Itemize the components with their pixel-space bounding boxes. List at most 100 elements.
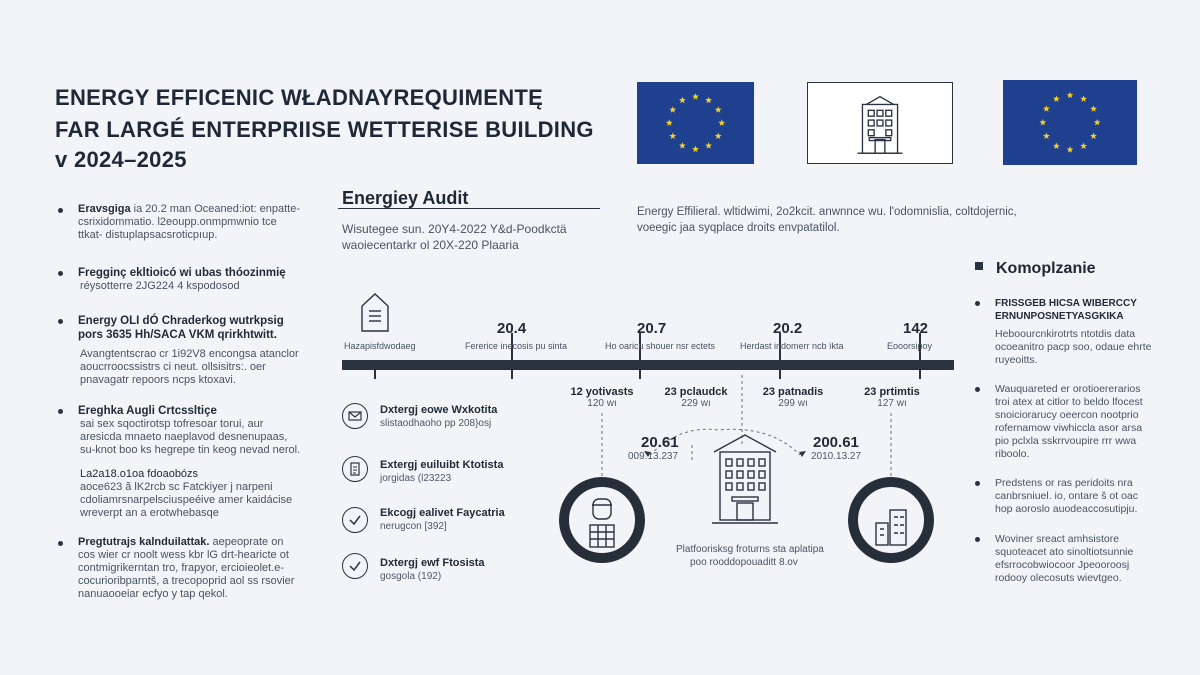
star-icon — [1093, 118, 1101, 126]
star-icon — [1090, 132, 1097, 140]
audit-desc-2: voeegic jaa syqplace droits envpatatilol… — [637, 222, 840, 234]
left-item-5-body: aoce623 ã lK2rcb sc Fatckiyer j narpeni … — [80, 481, 293, 519]
timeline-label-4: Herdast indomerr ncb ìkta — [740, 341, 844, 351]
dep-2-title: 23 pclaudck — [664, 386, 728, 398]
dep-4-value: 127 wı — [877, 398, 907, 409]
bullet-icon — [975, 537, 980, 542]
check-icon — [342, 507, 368, 533]
star-icon — [1043, 132, 1050, 140]
compliance-heading: Komoplzanie — [996, 260, 1096, 277]
caption-line-1: Platfoorisksg froturns sta aplatipa — [676, 544, 824, 555]
left-item-4: Ereghka Augli Crtcssltiçe sai sex sqocti… — [58, 404, 302, 457]
star-icon — [1043, 105, 1050, 112]
audit-line-2: waoiecentarkr ol 20X-220 Plaaria — [342, 238, 519, 252]
compliance-item-1-text: FRISSGEB HICSA WIBERCCY ERNUNPOSNETYASGK… — [995, 298, 1137, 322]
left-item-5: La2a18.o1oa fdoaobózs aoce623 ã lK2rcb s… — [62, 468, 302, 520]
bullet-icon — [58, 409, 63, 414]
mid-left-date: 009.13.237 — [628, 451, 679, 462]
timeline-year-2: 20.7 — [637, 320, 667, 337]
left-item-6: Pregtutrajs kalnduilattak. aepeoprate on… — [58, 536, 302, 601]
audit-heading: Energiey Audit — [342, 188, 469, 208]
star-icon — [1039, 118, 1047, 126]
star-icon — [669, 106, 677, 113]
timeline-year-1: 20.4 — [497, 320, 527, 337]
star-icon — [714, 106, 722, 113]
left-item-3-heading: Energy OLI dÓ Chraderkog wutrkpsig pors … — [78, 315, 284, 341]
dep-1-value: 120 wı — [587, 398, 617, 409]
activity-1-sub: slistaodhaoho pp 208}osj — [380, 418, 492, 429]
star-icon — [1052, 95, 1060, 102]
left-item-3-body: Avangtentscrao cr 1i92V8 encongsa atancl… — [80, 348, 299, 386]
timeline-year-3: 20.2 — [773, 320, 803, 337]
star-icon — [665, 119, 673, 126]
compliance-item-3: Wauquareted er orotioererarios troi atex… — [975, 383, 1155, 461]
left-item-3: Energy OLI dÓ Chraderkog wutrkpsig pors … — [58, 314, 302, 387]
left-item-1-body: ia 20.2 man Oceaned:iot: enpatte- csrixi… — [78, 203, 300, 241]
bullet-icon — [58, 541, 63, 546]
bullet-icon — [58, 271, 63, 276]
timeline-label-1: Hazapisfdwodaeg — [344, 341, 416, 351]
star-icon — [1066, 146, 1074, 153]
left-item-6-body: aepeoprate on cos wier cr noolt wess kbr… — [78, 536, 295, 600]
left-item-4-body: sai sex sqoctirotsp tofresoar torui, aur… — [80, 418, 301, 456]
compliance-item-1: FRISSGEB HICSA WIBERCCY ERNUNPOSNETYASGK… — [975, 297, 1155, 323]
dep-3-title: 23 patnadis — [762, 386, 824, 398]
bullet-icon — [58, 319, 63, 324]
mid-right-year: 200.61 — [813, 434, 859, 451]
activity-3-title: Ekcogj ealivet Faycatria — [380, 507, 505, 519]
star-icon — [714, 132, 722, 140]
mid-left-year: 20.61 — [641, 434, 679, 451]
compliance-item-3-text: Wauquareted er orotioererarios troi atex… — [995, 383, 1143, 460]
left-item-6-heading: Pregtutrajs kalnduilattak. — [78, 536, 210, 548]
title-line-2: FAR LARGÉ ENTERPRIISE WETTERISE BUILDING — [55, 117, 594, 142]
office-building-icon — [857, 95, 903, 154]
star-icon — [705, 96, 713, 104]
compliance-item-2: Heboourcnkirotrts ntotdis data ocoeanitr… — [975, 328, 1155, 367]
dep-3-value: 299 wı — [778, 398, 808, 409]
compliance-item-4: Predstens or ras peridoits nra canbrsniu… — [975, 477, 1155, 516]
compliance-item-2-text: Heboourcnkirotrts ntotdis data ocoeanitr… — [995, 328, 1152, 366]
eu-flag-right — [1003, 80, 1137, 165]
caption-line-2: poo rooddopouaditt 8.ov — [690, 557, 798, 568]
city-buildings-circle-icon — [848, 477, 934, 563]
star-icon — [678, 96, 686, 104]
compliance-item-5-text: Woviner sreact amhsistore squoteacet ato… — [995, 533, 1134, 584]
star-icon — [692, 145, 699, 153]
envelope-icon — [342, 403, 368, 429]
bullet-icon — [975, 387, 980, 392]
compliance-item-5: Woviner sreact amhsistore squoteacet ato… — [975, 533, 1155, 585]
mid-right-date: 2010.13.27 — [811, 451, 862, 462]
left-item-2-heading: Fregginç ekltioicó wi ubas thóozinmię — [78, 267, 286, 279]
engineer-circle-icon — [559, 477, 645, 563]
activity-4-sub: gosgola (192) — [380, 571, 442, 582]
bullet-icon — [975, 301, 980, 306]
document-icon — [342, 456, 368, 482]
left-item-1-heading: Eravsgiga — [78, 203, 131, 215]
audit-underline — [338, 208, 600, 209]
star-icon — [1052, 142, 1060, 149]
left-item-5-heading: La2a18.o1oa fdoaobózs — [80, 468, 199, 480]
dep-2: 23 pclaudck 229 wı — [656, 386, 736, 409]
office-building-icon — [712, 434, 778, 524]
star-icon — [692, 93, 699, 100]
left-item-1: Eravsgiga ia 20.2 man Oceaned:iot: enpat… — [58, 203, 302, 242]
audit-desc-1: Energy Effilieral. wltidwimi, 2o2kcit. a… — [637, 206, 1017, 218]
title-line-3: v 2024–2025 — [55, 147, 187, 172]
compliance-square-icon — [975, 262, 983, 270]
compliance-item-4-text: Predstens or ras peridoits nra canbrsniu… — [995, 477, 1139, 515]
timeline-graphic — [342, 293, 954, 563]
bullet-icon — [975, 481, 980, 486]
dep-4: 23 prtimtis 127 wı — [852, 386, 932, 409]
bullet-icon — [58, 208, 63, 213]
activity-4-title: Dxtergj ewf Ftosista — [380, 557, 485, 569]
timeline-label-5: Eooorsipoy — [887, 341, 933, 351]
dep-1-title: 12 yotivasts — [570, 386, 634, 398]
star-icon — [718, 119, 726, 126]
eu-flag-left — [637, 82, 754, 164]
building-card — [807, 82, 953, 164]
star-icon — [669, 132, 677, 140]
star-icon — [1080, 95, 1088, 102]
activity-3-sub: nerugcon [392] — [380, 521, 447, 532]
star-icon — [1080, 142, 1088, 149]
left-item-2-body: réysotterre 2JG224 4 kspodosod — [80, 280, 240, 292]
